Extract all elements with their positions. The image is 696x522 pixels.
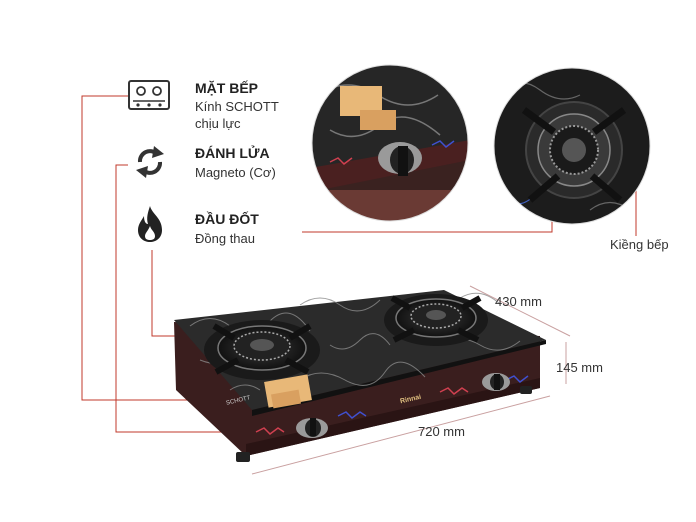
feature-title-ignition: ĐÁNH LỬA [195,145,270,161]
stove-top-icon [128,80,170,110]
zoom-circle-burner [493,67,651,225]
depth-label: 430 mm [495,294,542,309]
flame-icon [134,204,166,244]
feature-title-burner: ĐẦU ĐỐT [195,211,259,227]
zoom-circle-knob [311,64,469,222]
width-label: 720 mm [418,424,465,439]
feature-desc-ignition: Magneto (Cơ) [195,165,276,180]
left-knob [296,418,328,438]
leader-line-cooktop [81,95,210,401]
left-burner [204,320,320,380]
foot [236,452,250,462]
dimension-lines [251,285,571,475]
height-label: 145 mm [556,360,603,375]
refresh-arrows-icon [132,142,168,182]
leader-line-ignition [115,164,300,433]
feature-desc-cooktop-line1: Kính SCHOTT [195,99,279,114]
feature-desc-burner: Đồng thau [195,231,255,246]
callout-trivet-label: Kiềng bếp [610,237,669,252]
foot [520,386,532,394]
feature-desc-cooktop-line2: chịu lực [195,116,241,131]
depth-dimension-line [469,285,571,337]
width-dimension-line [251,395,551,475]
feature-title-cooktop: MẶT BẾP [195,80,258,96]
stove-body [174,290,546,462]
panel-decoration [255,375,529,435]
right-burner [384,294,488,346]
right-knob [482,373,510,391]
